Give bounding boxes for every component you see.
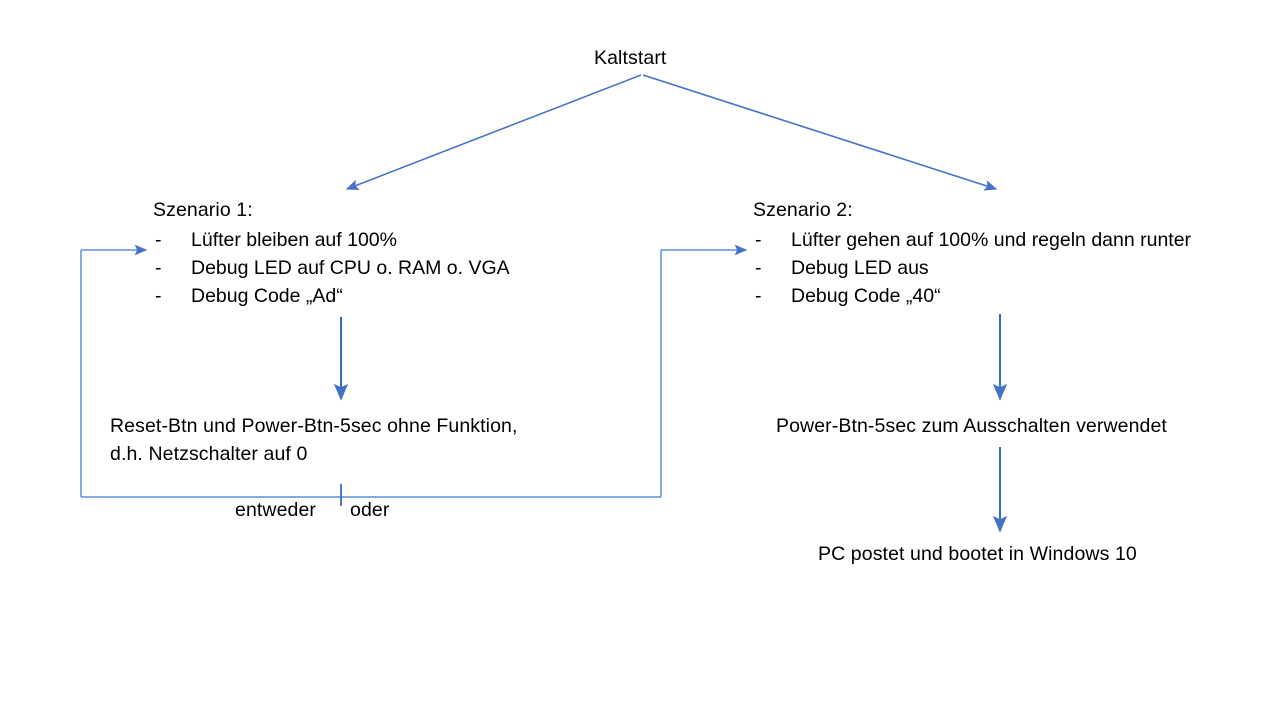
loop-label-or: oder: [350, 499, 390, 521]
bullet-text: Debug Code „Ad“: [191, 285, 343, 307]
scenario-1-outcome-line-2: d.h. Netzschalter auf 0: [110, 443, 308, 465]
scenario-1-outcome-line-1: Reset-Btn und Power-Btn-5sec ohne Funkti…: [110, 415, 518, 437]
bullet-dash: -: [155, 257, 162, 279]
bullet-dash: -: [755, 229, 762, 251]
bullet-dash: -: [755, 285, 762, 307]
arrow-down-left-icon: [345, 74, 642, 190]
page-title: Kaltstart: [594, 47, 667, 69]
scenario-1-outcome: Reset-Btn und Power-Btn-5sec ohne Funkti…: [110, 412, 518, 465]
bullet-dash: -: [755, 257, 762, 279]
arrow-down-right-icon: [642, 74, 998, 191]
scenario-2-heading: Szenario 2:: [753, 199, 853, 221]
bullet-text: Lüfter bleiben auf 100%: [191, 229, 397, 251]
bullet-dash: -: [155, 285, 162, 307]
bullet-dash: -: [155, 229, 162, 251]
bullet-text: Lüfter gehen auf 100% und regeln dann ru…: [791, 229, 1192, 251]
bullet-text: Debug LED auf CPU o. RAM o. VGA: [191, 257, 510, 279]
scenario-2-outcome-1: Power-Btn-5sec zum Ausschalten verwendet: [776, 415, 1167, 437]
bullet-text: Debug Code „40“: [791, 285, 941, 307]
scenario-2-outcome-2: PC postet und bootet in Windows 10: [818, 543, 1137, 565]
scenario-1-heading: Szenario 1:: [153, 199, 253, 221]
loop-label-either: entweder: [235, 499, 317, 521]
bullet-text: Debug LED aus: [791, 257, 929, 279]
